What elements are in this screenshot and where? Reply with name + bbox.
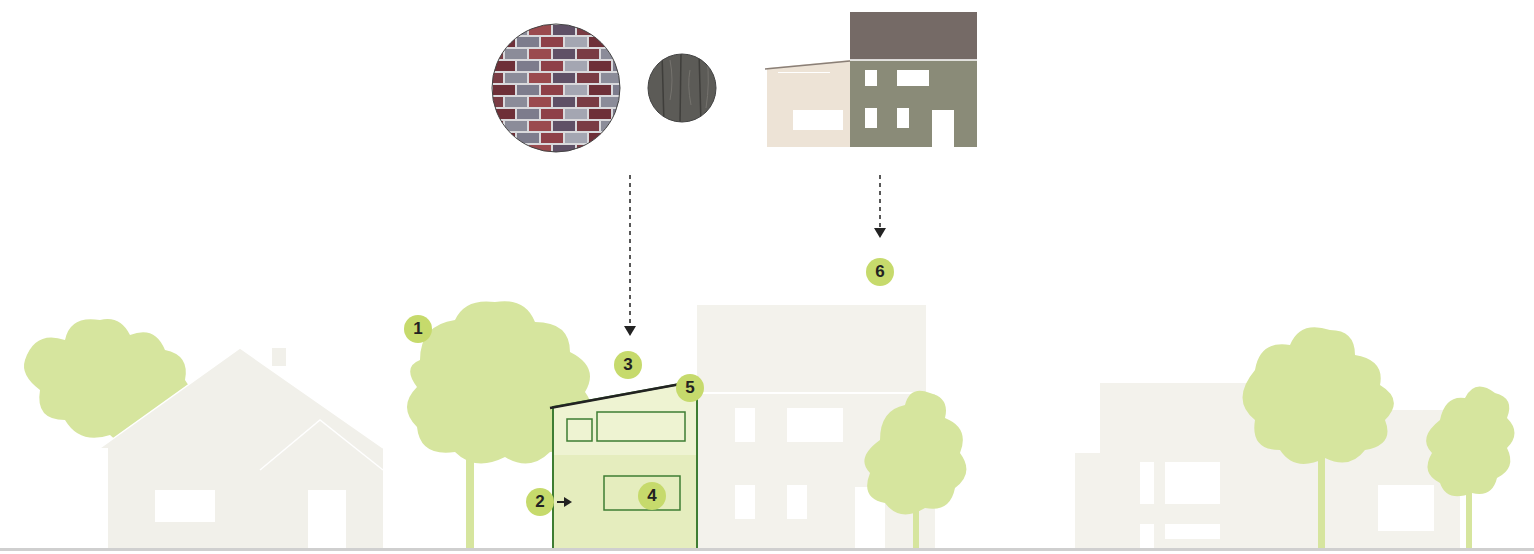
gable-house	[100, 348, 383, 549]
wood-outline	[648, 54, 716, 122]
ground-line	[0, 548, 1534, 551]
callout-number: 2	[526, 488, 554, 516]
callout-number: 3	[614, 351, 642, 379]
arrow-head	[557, 497, 572, 507]
callout-number: 5	[676, 374, 704, 402]
new-house	[550, 381, 697, 549]
wood-sample	[646, 52, 718, 124]
callout-number: 4	[638, 482, 666, 510]
callout-number: 6	[866, 258, 894, 286]
tree	[864, 391, 966, 549]
reference-house	[765, 12, 977, 147]
dashed-arrow	[630, 175, 880, 326]
tree	[1243, 327, 1515, 549]
callout-number: 1	[404, 315, 432, 343]
brick-sample	[490, 22, 622, 154]
